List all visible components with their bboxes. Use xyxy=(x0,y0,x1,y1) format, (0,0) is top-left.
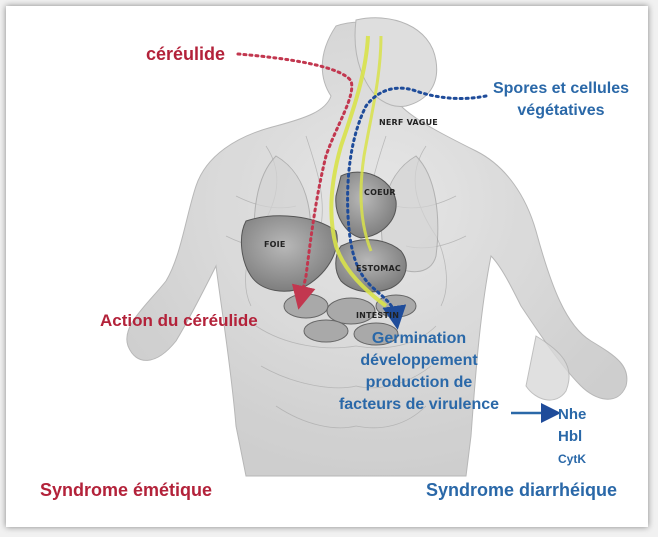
germination-line-1: Germination xyxy=(324,328,514,350)
germination-line-2: développement xyxy=(324,350,514,372)
spores-label: Spores et cellules végétatives xyxy=(476,78,646,122)
germination-line-3: production de xyxy=(324,372,514,394)
germination-line-4: facteurs de virulence xyxy=(324,394,514,416)
toxin-nhe: Nhe xyxy=(558,404,586,426)
organ-label-vagus: NERF VAGUE xyxy=(379,118,438,127)
syndrome-emetic-label: Syndrome émétique xyxy=(40,480,212,501)
organ-label-intestine: INTESTIN xyxy=(356,311,399,320)
toxin-cytk: CytK xyxy=(558,448,586,470)
germination-label: Germination développement production de … xyxy=(324,328,514,416)
diagram-frame: NERF VAGUE COEUR FOIE ESTOMAC INTESTIN c… xyxy=(6,6,648,527)
spores-line-2: végétatives xyxy=(476,100,646,122)
organ-label-stomach: ESTOMAC xyxy=(356,264,401,273)
spores-line-1: Spores et cellules xyxy=(476,78,646,100)
action-label: Action du céréulide xyxy=(100,311,258,331)
toxins-list: Nhe Hbl CytK xyxy=(558,404,586,470)
organ-label-liver: FOIE xyxy=(264,240,286,249)
toxin-hbl: Hbl xyxy=(558,426,586,448)
organ-label-heart: COEUR xyxy=(364,188,396,197)
syndrome-diarrheic-label: Syndrome diarrhéique xyxy=(426,480,617,501)
cereulide-label: céréulide xyxy=(146,44,225,65)
